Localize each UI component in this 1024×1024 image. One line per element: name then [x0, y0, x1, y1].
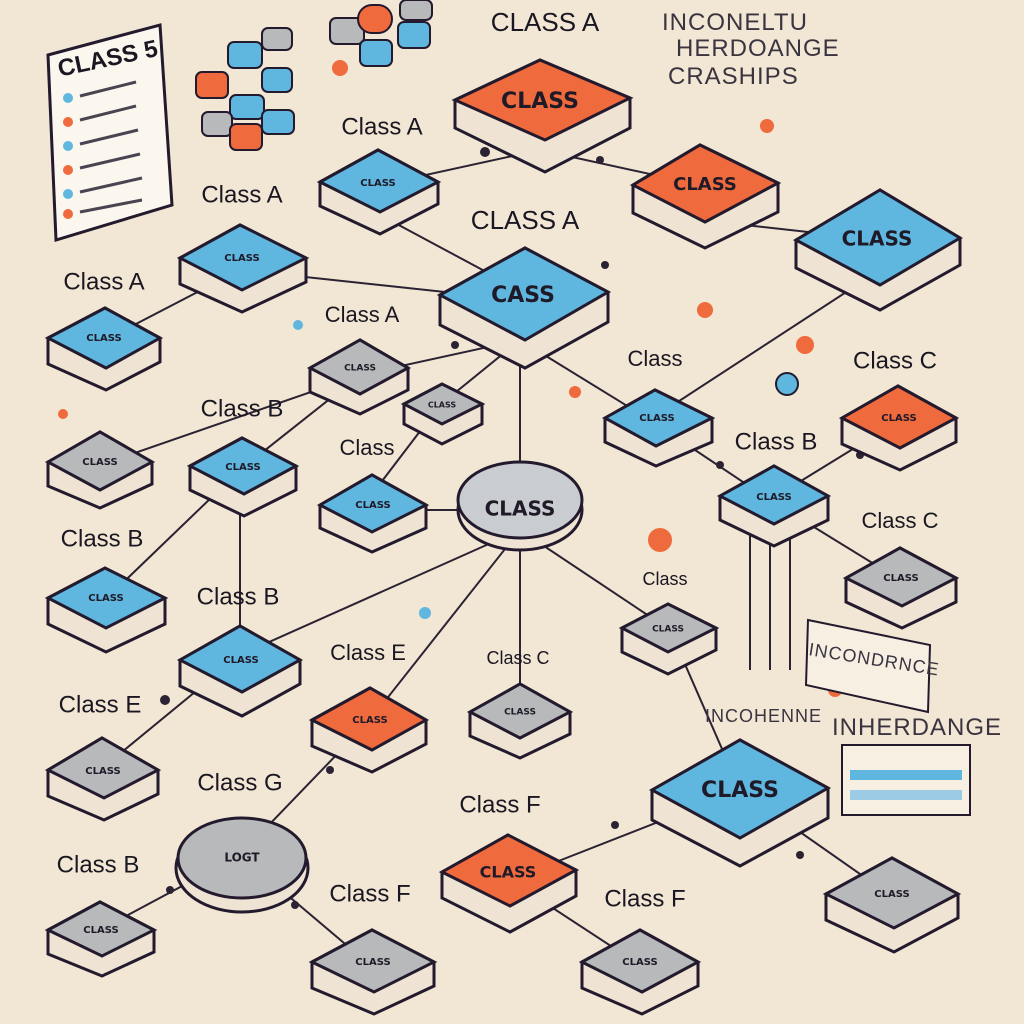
node-mid-c-label: CLASS [504, 708, 536, 718]
legend-rows [63, 80, 143, 219]
label-class-f-3: Class F [604, 885, 685, 912]
heading-line-3: CRASHIPS [668, 63, 799, 90]
accent-dots [58, 60, 842, 697]
label-class-e-2: Class E [59, 691, 142, 718]
node-top-center-label: CLASS [501, 89, 579, 114]
node-hub-label: CLASS [485, 497, 556, 521]
node-mid-g-label: LOGT [224, 851, 260, 865]
label-class-b-5: Class B [57, 851, 140, 878]
node-row3-b-label: CLASS [86, 333, 121, 344]
node-right-c2[interactable] [842, 546, 960, 630]
node-labels: CLASS CLASS CLASS CASS CLASS CLASS CLASS… [82, 89, 918, 968]
label-class-b-1: Class B [201, 395, 284, 422]
node-bottom-right[interactable] [648, 738, 832, 868]
node-bottom-right2[interactable] [822, 856, 962, 954]
node-mid-e-label: CLASS [352, 715, 387, 726]
legend-panel: CLASS 5 [46, 23, 174, 242]
note-inherdange-text: INHERDANGE [832, 714, 1002, 741]
node-mid-b[interactable] [618, 602, 720, 676]
label-class-b-2: Class B [735, 428, 818, 455]
node-bottom-center-label: CLASS [480, 863, 537, 882]
label-class-plain-1: Class [627, 346, 682, 371]
node-left-e[interactable] [44, 736, 162, 822]
node-hub[interactable] [456, 460, 584, 552]
node-left-b2-label: CLASS [223, 655, 258, 666]
node-left-b2[interactable] [176, 624, 304, 718]
node-center[interactable] [436, 246, 612, 370]
node-mid-e[interactable] [308, 686, 430, 774]
label-class-a-4: Class A [63, 268, 144, 295]
label-class-c-2: Class C [861, 508, 938, 533]
node-left-b1[interactable] [44, 566, 169, 654]
node-left-bottom-label: CLASS [83, 925, 118, 936]
node-left-bottom[interactable] [44, 900, 158, 978]
label-class-c-3: Class C [486, 648, 549, 668]
floating-labels: CLASS A Class A Class A CLASS A Class A … [57, 7, 939, 912]
note-inherdange: INHERDANGE [832, 714, 1002, 816]
node-row4-c[interactable] [601, 388, 716, 468]
node-row5-b-label: CLASS [225, 462, 260, 473]
node-row5-c-label: CLASS [355, 500, 390, 511]
label-class-b-3: Class B [61, 525, 144, 552]
node-row5-a-label: CLASS [82, 457, 117, 468]
node-bottom-f-label: CLASS [355, 957, 390, 968]
node-left-b1-label: CLASS [88, 593, 123, 604]
node-bottom-right-label: CLASS [701, 778, 779, 803]
label-class-a-3: CLASS A [471, 205, 580, 235]
node-left-e-label: CLASS [85, 766, 120, 777]
node-mid-b-label: CLASS [652, 625, 684, 635]
node-row4-c-label: CLASS [639, 413, 674, 424]
node-row4-d-label: CLASS [881, 413, 916, 424]
label-class-f-1: Class F [459, 791, 540, 818]
note-incondrnce: INCONDRNCE [804, 618, 941, 714]
node-right-c1-label: CLASS [756, 492, 791, 503]
label-class-a-1: Class A [341, 113, 422, 140]
label-class-a-top: CLASS A [491, 7, 600, 37]
node-top-right[interactable] [629, 143, 782, 250]
label-class-plain-2: Class [339, 435, 394, 460]
label-class-c-1: Class C [853, 347, 937, 374]
node-right-upper-label: CLASS [842, 227, 913, 251]
node-row5-a[interactable] [44, 430, 156, 510]
node-bottom-right2-label: CLASS [874, 889, 909, 900]
node-row2-a-label: CLASS [360, 178, 395, 189]
node-mid-c[interactable] [466, 682, 574, 760]
node-right-c2-label: CLASS [883, 573, 918, 584]
node-row4-b-label: CLASS [428, 401, 457, 410]
heading-line-1: INCONELTU [662, 9, 808, 36]
node-bottom-f2-label: CLASS [622, 957, 657, 968]
label-class-a-2: Class A [201, 181, 282, 208]
node-top-right-label: CLASS [673, 174, 737, 195]
node-bottom-f[interactable] [308, 928, 438, 1016]
note-incoherence-text: INCOHENNE [705, 706, 822, 726]
node-row3-b[interactable] [44, 306, 164, 392]
node-center-label: CASS [491, 283, 555, 308]
node-row5-b[interactable] [186, 436, 300, 518]
node-row3-a-label: CLASS [224, 253, 259, 264]
cube-cluster-icon [195, 0, 433, 151]
node-row4-d[interactable] [838, 384, 960, 472]
node-row5-c[interactable] [316, 473, 430, 554]
heading-line-2: HERDOANGE [676, 35, 840, 62]
node-right-upper[interactable] [792, 188, 963, 312]
node-bottom-f2[interactable] [578, 928, 702, 1016]
node-right-c1[interactable] [716, 464, 832, 548]
label-class-f-2: Class F [329, 880, 410, 907]
label-class-s: Class [642, 569, 687, 589]
node-bottom-center[interactable] [438, 833, 580, 934]
node-row4-a-label: CLASS [344, 364, 376, 374]
headings: INCONELTU HERDOANGE CRASHIPS INCONDRNCE … [662, 9, 1002, 816]
node-row4-b[interactable] [400, 382, 486, 446]
label-class-b-4: Class B [197, 583, 280, 610]
label-class-g: Class G [197, 769, 282, 796]
label-class-a-5: Class A [325, 302, 400, 327]
node-row3-a[interactable] [176, 223, 310, 314]
node-row2-a[interactable] [316, 148, 442, 236]
class-nodes [44, 58, 963, 1016]
label-class-e-1: Class E [330, 640, 406, 665]
node-mid-g[interactable] [174, 816, 310, 914]
node-top-center[interactable] [451, 58, 634, 174]
node-row4-a[interactable] [306, 338, 412, 416]
